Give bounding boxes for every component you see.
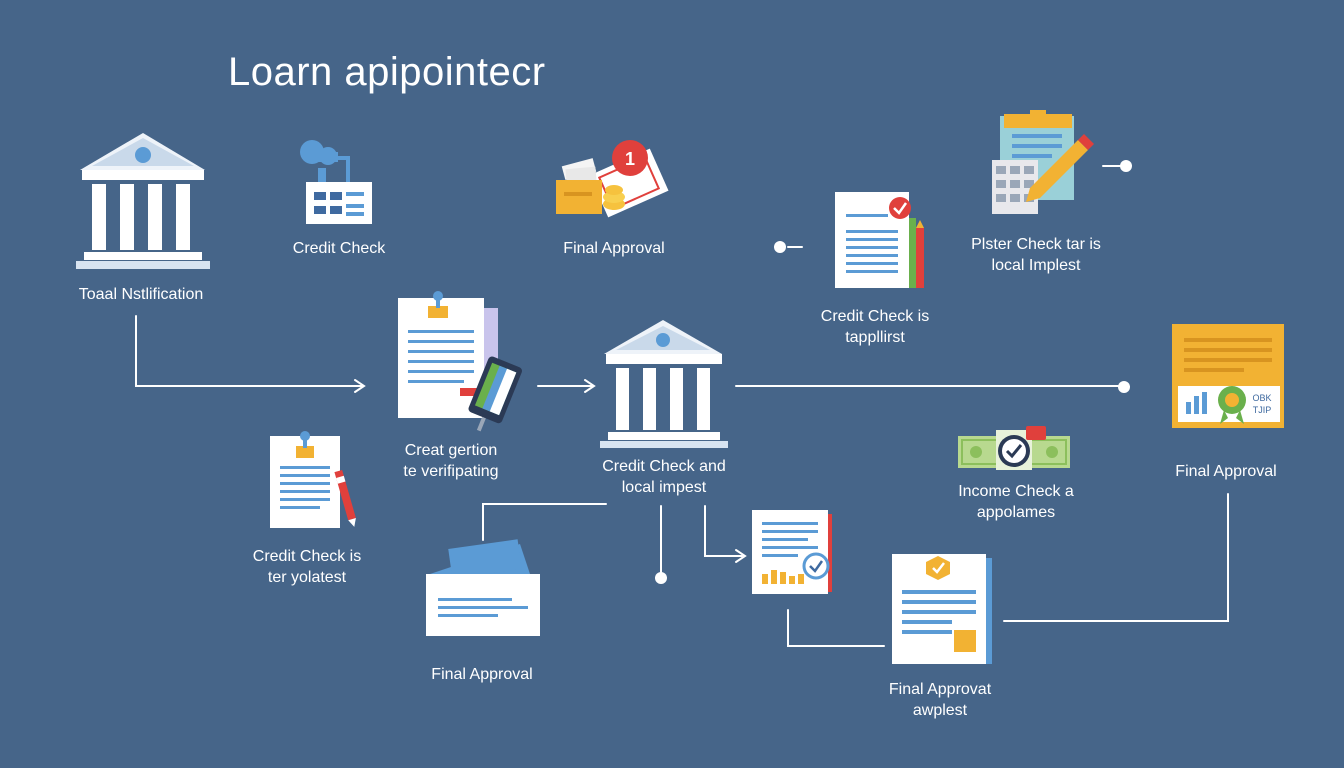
connector-envelope [482,503,607,541]
money-notification-icon [556,148,669,218]
notification-badge: 1 [612,140,648,176]
connector-to-report [704,505,743,557]
label-income-check: Income Check a appolames [958,481,1074,523]
document-pen-icon [270,431,356,528]
label-line: Credit Check and [602,458,726,475]
connector-report-bottom [787,609,885,647]
arrow-head-1 [354,379,366,393]
connector-bank-to-document [135,315,363,387]
calculator-pencil-icon [992,110,1094,214]
label-final-approval-bottom: Final Approval [431,666,533,683]
label-credit-check-center: Credit Check and local impest [602,456,726,498]
label-line: te verifipating [403,463,499,480]
label-credit-check-tapplirst: Credit Check is tappllirst [821,306,929,348]
document-tablet-icon [398,291,522,432]
label-line: ter yolatest [267,569,347,586]
label-line: Credit Check is [252,548,362,565]
label-bank-left: Toaal Nstlification [78,286,204,303]
label-line: appolames [976,504,1056,521]
label-line: Income Check a [958,483,1074,500]
label-final-approval-bottom-right: Final Approvat awplest [889,679,991,721]
label-line: local Implest [991,257,1081,274]
arrow-head-2 [584,379,596,393]
diagram-title: Loarn apipointecr [228,50,546,94]
svg-text:OBK: OBK [1252,393,1271,403]
label-final-approval-top: Final Approval [563,240,665,257]
bank-icon-left [76,133,210,269]
connector-dot [1120,160,1132,172]
approved-report-icon [892,554,992,664]
connector-dot [1118,381,1130,393]
report-document-icon [752,510,832,594]
label-final-approval-right: Final Approval [1175,463,1277,480]
approved-document-icon [835,192,924,288]
label-line: Plster Check tar is [971,236,1101,253]
label-line: Creat gertion [404,442,498,459]
connector-right-loop [1003,493,1229,622]
certificate-icon: OBK TJIP [1172,324,1284,428]
label-line: Final Approvat [888,681,992,698]
label-line: awplest [912,702,968,719]
connector-lines [135,165,1229,647]
svg-text:TJIP: TJIP [1253,405,1272,415]
bank-icon-center [600,320,728,448]
connector-dots [655,160,1132,584]
connector-dot [655,572,667,584]
money-check-icon [958,426,1070,470]
credit-check-icon [300,140,372,224]
arrow-head-3 [735,549,747,563]
label-credit-check-left: Credit Check is ter yolatest [253,546,361,588]
label-plster-check: Plster Check tar is local Implest [971,234,1101,276]
envelope-icon [426,539,540,636]
label-credit-check-top: Credit Check [292,240,386,257]
connector-dot [774,241,786,253]
label-line: local impest [621,479,707,496]
svg-text:1: 1 [625,149,635,169]
label-line: Credit Check is [820,308,930,325]
label-line: tappllirst [845,329,905,346]
label-creat-gertion: Creat gertion te verifipating [403,440,498,482]
